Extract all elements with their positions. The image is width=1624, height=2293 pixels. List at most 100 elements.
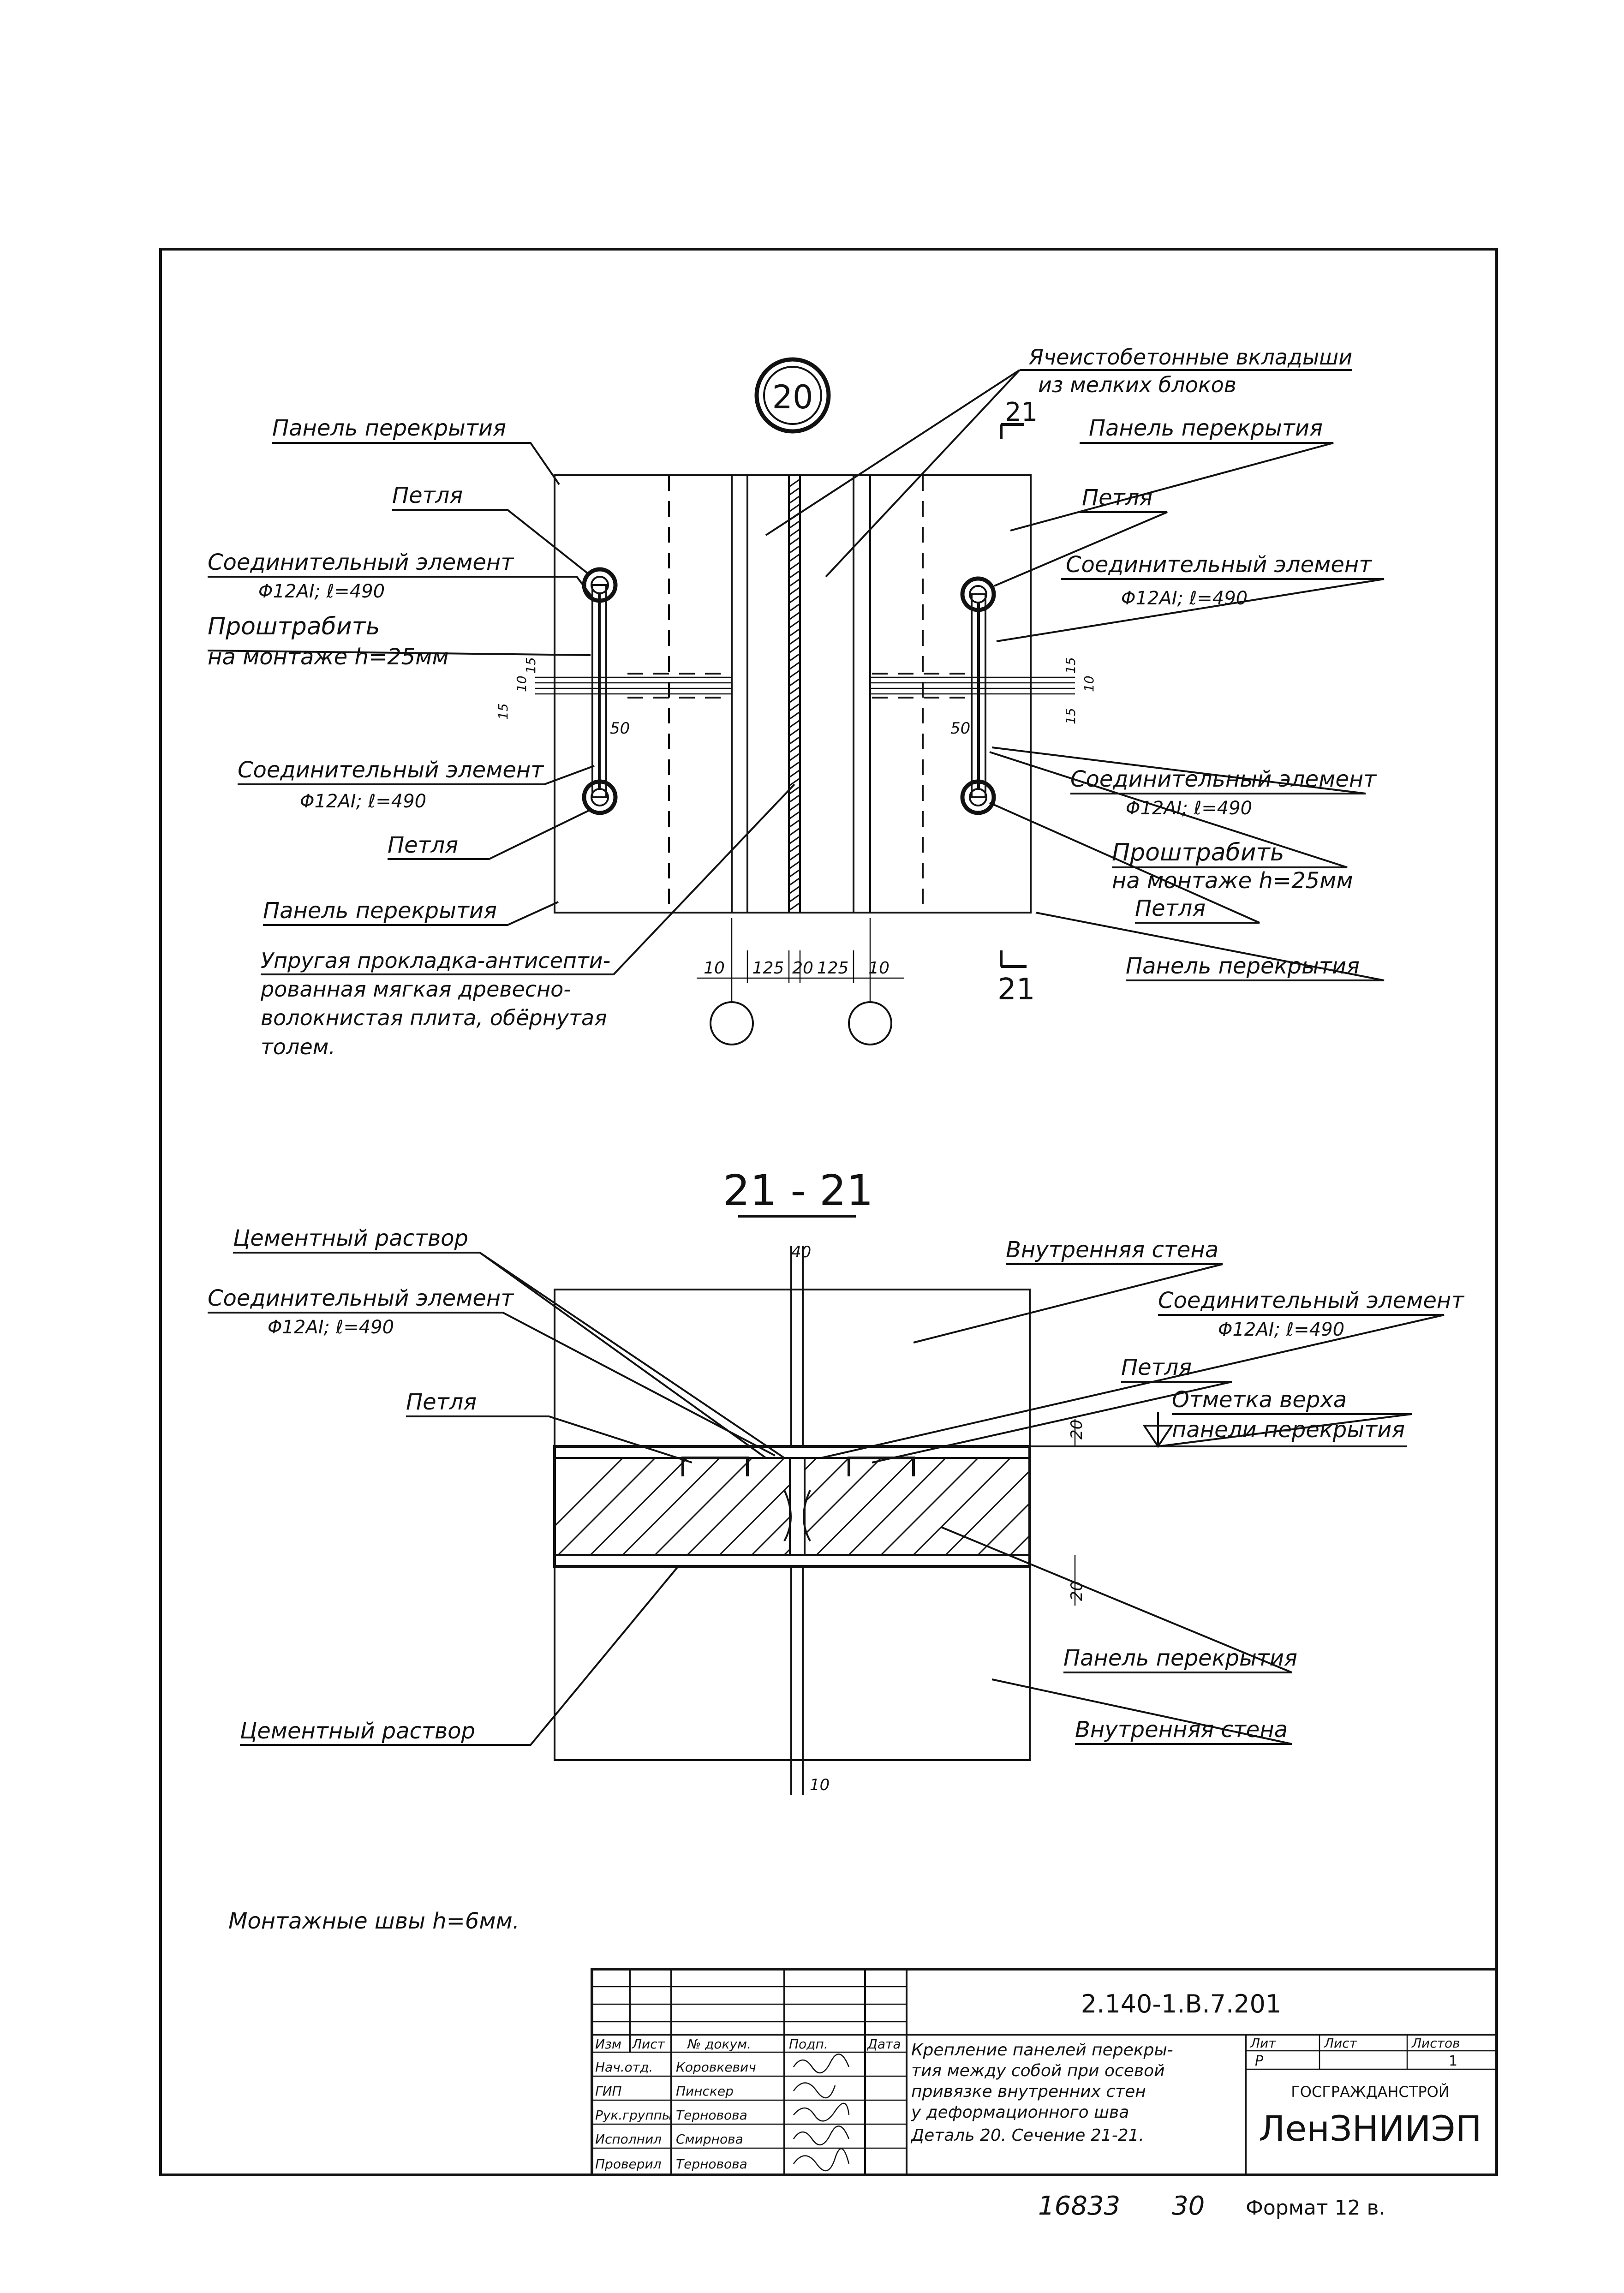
- desc-4: Деталь 20. Сечение 21-21.: [910, 2126, 1144, 2145]
- hdr-izm: Изм: [595, 2036, 621, 2052]
- name-0: Коровкевич: [676, 2060, 756, 2075]
- label-soed-right: Соединительный элемент: [1158, 1288, 1465, 1314]
- label-petlya-left: Петля: [406, 1389, 477, 1415]
- title-block: 2.140-1.В.7.201 Изм Лист № докум. Подп. …: [591, 1968, 1498, 2176]
- label-soed-left-top: Соединительный элемент: [208, 549, 514, 575]
- role-2: Рук.группы: [595, 2108, 672, 2123]
- label-vnutr-bottom: Внутренняя стена: [1075, 1717, 1288, 1743]
- label-uprug-3: волокнистая плита, обёрнутая: [261, 1005, 607, 1030]
- label-soed-right-bottom: Соединительный элемент: [1070, 766, 1377, 792]
- detail-marker: 20: [772, 378, 813, 416]
- detail-marker-circle: [754, 357, 831, 434]
- label-yacheist-2: из мелких блоков: [1038, 372, 1236, 397]
- dim-10: 10: [810, 1776, 830, 1794]
- label-cement-top: Цементный раствор: [233, 1225, 468, 1251]
- label-petlya-left-bottom: Петля: [388, 832, 458, 858]
- role-3: Исполнил: [595, 2132, 662, 2147]
- name-2: Терновова: [676, 2108, 747, 2123]
- dim-15-b: 15: [496, 703, 511, 720]
- dim-50-left: 50: [610, 719, 630, 738]
- label-soed-sub: Φ12АI; ℓ=490: [268, 1317, 394, 1338]
- footer-format: Формат 12 в.: [1246, 2196, 1385, 2220]
- desc-1: тия между собой при осевой: [911, 2061, 1165, 2080]
- slab-outline: [553, 1445, 1031, 1568]
- slab-hatch: [555, 1458, 1030, 1555]
- dim-125-right: 125: [817, 959, 849, 978]
- dim-20: 20: [792, 959, 813, 978]
- hdr-list: Лист: [632, 2036, 665, 2052]
- hdr-sheet: Лист: [1324, 2036, 1357, 2051]
- hdr-data: Дата: [866, 2036, 901, 2052]
- label-otmetka-2: панели перекрытия: [1172, 1417, 1405, 1443]
- lit-value: Р: [1255, 2053, 1264, 2069]
- label-petlya-right: Петля: [1121, 1355, 1192, 1380]
- dim-125-left: 125: [752, 959, 784, 978]
- role-4: Проверил: [595, 2156, 662, 2172]
- label-panel-bottom-right: Панель перекрытия: [1126, 953, 1360, 979]
- label-soed-left-bottom: Соединительный элемент: [238, 757, 544, 783]
- label-petlya-right-bottom: Петля: [1135, 896, 1206, 921]
- gasket-hatch: [789, 479, 800, 911]
- label-proshtr-left: Проштрабить: [208, 613, 380, 640]
- hdr-podp: Подп.: [789, 2036, 828, 2052]
- label-proshtr-left-2: на монтаже h=25мм: [208, 644, 449, 670]
- label-petlya-right-top: Петля: [1082, 485, 1152, 511]
- label-cement-bottom: Цементный раствор: [240, 1718, 475, 1744]
- label-soed-right-top: Соединительный элемент: [1066, 552, 1373, 578]
- axis-circle-left: [710, 1001, 754, 1045]
- label-panel-bottom-left: Панель перекрытия: [263, 898, 497, 924]
- section-title: 21 - 21: [723, 1166, 873, 1215]
- section-mark-top: 21: [1005, 397, 1038, 427]
- label-soed-right-top-sub: Φ12АI; ℓ=490: [1121, 588, 1248, 609]
- name-1: Пинскер: [676, 2084, 734, 2099]
- label-panel-top-right: Панель перекрытия: [1089, 415, 1323, 441]
- dim-10-left: 10: [704, 959, 725, 978]
- label-proshtr-right: Проштрабить: [1112, 839, 1284, 866]
- label-panel-top-left: Панель перекрытия: [272, 415, 506, 441]
- label-soed-left-bottom-sub: Φ12АI; ℓ=490: [300, 791, 426, 812]
- label-yacheist: Ячеистобетонные вкладыши: [1028, 345, 1352, 370]
- label-soed-left-top-sub: Φ12АI; ℓ=490: [258, 581, 385, 602]
- label-vnutr-top: Внутренняя стена: [1006, 1237, 1218, 1263]
- hdr-lit: Лит: [1250, 2036, 1276, 2051]
- label-proshtr-right-2: на монтаже h=25мм: [1112, 868, 1353, 894]
- dim-15-c: 15: [1063, 657, 1078, 674]
- dim-15-d: 15: [1063, 708, 1078, 724]
- dim-10-right: 10: [868, 959, 890, 978]
- name-4: Терновова: [676, 2156, 747, 2172]
- dim-10-d: 10: [1081, 675, 1097, 692]
- desc-3: у деформационного шва: [911, 2103, 1129, 2122]
- section-mark-bottom: 21: [997, 973, 1035, 1007]
- label-uprug-2: рованная мягкая древесно-: [260, 977, 571, 1002]
- org-name-1: ГОСГРАЖДАНСТРОЙ: [1291, 2083, 1449, 2101]
- role-0: Нач.отд.: [595, 2060, 653, 2075]
- label-uprug-1: Упругая прокладка-антисепти-: [261, 948, 610, 973]
- footer-num2: 30: [1172, 2191, 1205, 2221]
- dim-10-c: 10: [514, 675, 529, 692]
- desc-2: привязке внутренних стен: [911, 2082, 1146, 2101]
- role-1: ГИП: [595, 2084, 622, 2099]
- sheets-value: 1: [1449, 2053, 1457, 2069]
- axis-circle-right: [848, 1001, 892, 1045]
- dim-15-a: 15: [523, 657, 538, 674]
- label-petlya-left-top: Петля: [392, 483, 463, 508]
- label-otmetka-1: Отметка верха: [1172, 1387, 1347, 1413]
- section-21-21: 21 - 21 40 20 20 10: [208, 1166, 1465, 1795]
- hdr-ndok: № докум.: [687, 2036, 751, 2052]
- hdr-sheets: Листов: [1411, 2036, 1460, 2051]
- detail-20: 20: [207, 345, 1385, 1059]
- label-panel: Панель перекрытия: [1063, 1645, 1297, 1671]
- label-uprug-4: толем.: [261, 1034, 335, 1059]
- footer-num: 16833: [1038, 2191, 1120, 2221]
- label-soed-right-bottom-sub: Φ12АI; ℓ=490: [1126, 798, 1252, 819]
- name-3: Смирнова: [676, 2132, 743, 2147]
- dim-40: 40: [791, 1243, 811, 1261]
- dim-20-top: 20: [1068, 1420, 1086, 1439]
- label-soed-right-sub: Φ12АI; ℓ=490: [1218, 1319, 1344, 1340]
- note-montazh: Монтажные швы h=6мм.: [228, 1908, 519, 1934]
- desc-0: Крепление панелей перекры-: [911, 2041, 1173, 2060]
- doc-code: 2.140-1.В.7.201: [1081, 1989, 1281, 2018]
- org-name-2: ЛенЗНИИЭП: [1259, 2108, 1481, 2149]
- dim-50-right: 50: [950, 719, 970, 738]
